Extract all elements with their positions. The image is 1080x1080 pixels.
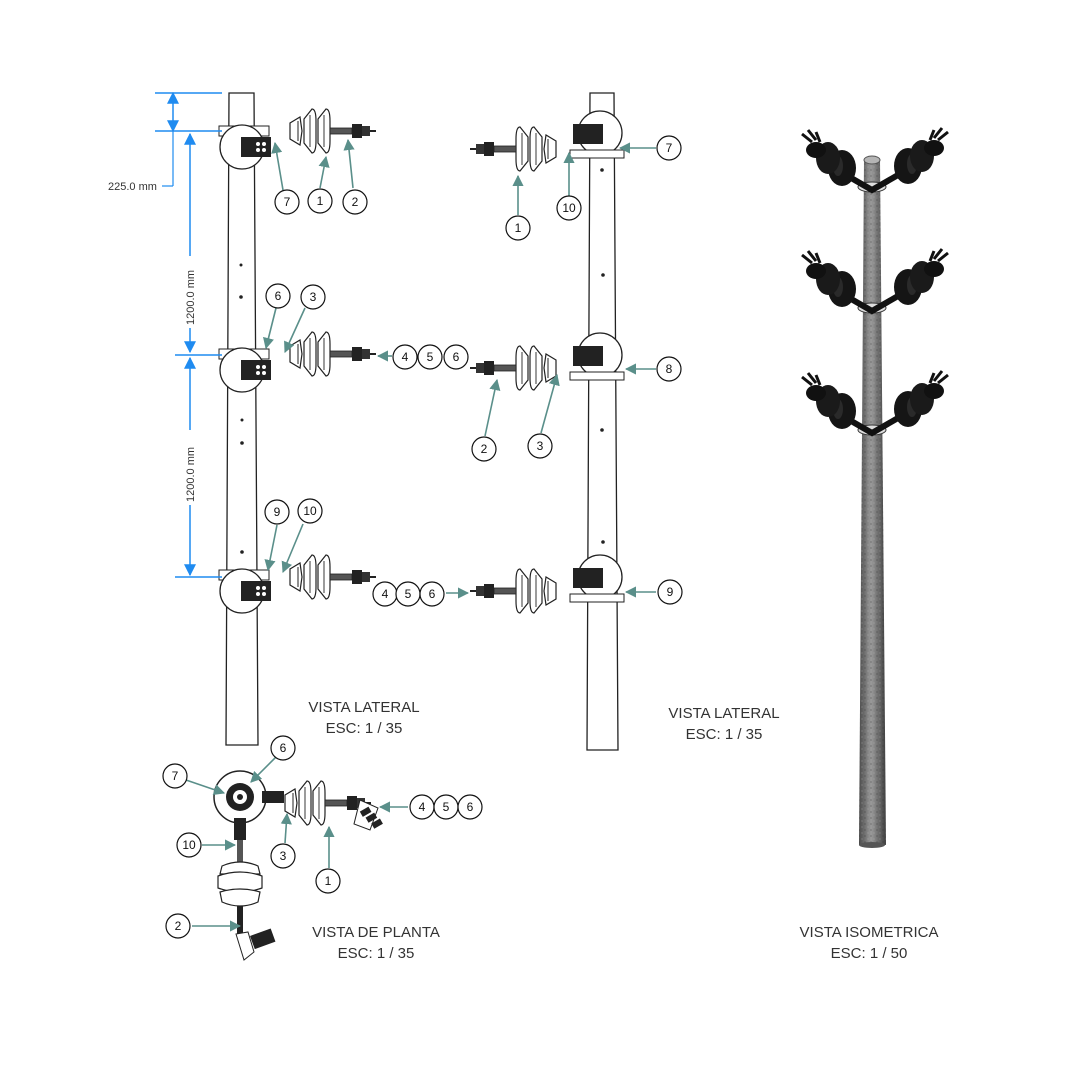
balloon: 3 [300,284,326,310]
leaders-plan [185,755,408,932]
balloon: 1 [315,868,341,894]
dim-label-spacing-2: 1200.0 mm [185,447,197,502]
balloon: 9 [657,579,683,605]
svg-text:10: 10 [303,504,317,518]
balloon: 6 [270,735,296,761]
balloon: 5 [433,794,459,820]
svg-text:10: 10 [182,838,196,852]
svg-text:2: 2 [481,442,488,456]
balloon: 6 [457,794,483,820]
leaders-left [263,138,392,574]
view-title: VISTA LATERAL [668,705,779,722]
balloon: 2 [342,189,368,215]
svg-text:6: 6 [280,741,287,755]
crossarm-bot-right [469,554,625,614]
svg-text:4: 4 [402,350,409,364]
crossarm-mid-right [469,332,625,391]
svg-text:10: 10 [562,201,576,215]
balloon: 10 [176,832,202,858]
balloon: 10 [297,498,323,524]
iso-crossarm-mid [800,247,950,315]
svg-text:2: 2 [352,195,359,209]
balloon: 4 [409,794,435,820]
svg-text:7: 7 [172,769,179,783]
balloon: 5 [417,344,443,370]
balloon: 5 [395,581,421,607]
iso-crossarm-top [800,126,950,194]
balloon: 6 [443,344,469,370]
balloon: 1 [505,215,531,241]
balloon: 2 [471,436,497,462]
view-title: VISTA ISOMETRICA [800,924,939,941]
svg-text:4: 4 [419,800,426,814]
dim-label-top: 225.0 mm [108,181,157,193]
balloons-plan: 6 7 10 3 1 2 4 5 6 [162,735,483,939]
left-lateral-view: 225.0 mm 1200.0 mm 1200.0 mm 7 1 2 6 3 4… [108,91,469,746]
balloons-right: 1 10 7 2 3 8 9 [471,135,683,605]
iso-crossarm-bot [800,369,950,437]
balloon: 7 [274,189,300,215]
svg-text:2: 2 [175,919,182,933]
svg-text:5: 5 [443,800,450,814]
insulator-string [289,108,377,154]
balloon: 8 [656,356,682,382]
svg-text:5: 5 [405,587,412,601]
crossarm-top-left [218,108,377,170]
svg-text:3: 3 [310,290,317,304]
pole-right [586,92,619,751]
balloon: 6 [265,283,291,309]
balloons-left: 7 1 2 6 3 4 5 6 9 10 4 5 6 [264,188,469,607]
crossarm-bot-left [218,554,377,614]
balloon: 3 [270,843,296,869]
view-title: VISTA DE PLANTA [312,924,440,941]
view-scale: ESC: 1 / 35 [686,726,763,743]
svg-text:7: 7 [666,141,673,155]
svg-text:6: 6 [275,289,282,303]
view-scale: ESC: 1 / 35 [326,720,403,737]
balloon: 10 [556,195,582,221]
balloon: 2 [165,913,191,939]
right-lateral-view: 1 10 7 2 3 8 9 VISTA LATERAL ESC: 1 / 35 [446,92,780,751]
balloon: 7 [656,135,682,161]
svg-text:1: 1 [515,221,522,235]
balloon: 9 [264,499,290,525]
svg-text:3: 3 [537,439,544,453]
svg-text:9: 9 [274,505,281,519]
svg-text:1: 1 [325,874,332,888]
svg-text:5: 5 [427,350,434,364]
view-scale: ESC: 1 / 50 [831,945,908,962]
dim-label-spacing-1: 1200.0 mm [185,270,197,325]
svg-text:1: 1 [317,194,324,208]
svg-text:8: 8 [666,362,673,376]
svg-text:6: 6 [467,800,474,814]
svg-text:9: 9 [667,585,674,599]
balloon: 4 [372,581,398,607]
plan-insulator-down [217,840,276,961]
crossarm-top-right [469,110,625,172]
crossarm-mid-left [218,331,377,393]
svg-text:7: 7 [284,195,291,209]
isometric-view: VISTA ISOMETRICA ESC: 1 / 50 [800,126,950,962]
view-scale: ESC: 1 / 35 [338,945,415,962]
balloon: 7 [162,763,188,789]
svg-text:6: 6 [453,350,460,364]
svg-text:3: 3 [280,849,287,863]
balloon: 1 [307,188,333,214]
svg-text:6: 6 [429,587,436,601]
view-title: VISTA LATERAL [308,699,419,716]
leaders-right [446,142,656,599]
plan-view: 6 7 10 3 1 2 4 5 6 VISTA DE PLANTA ESC: … [162,735,483,962]
balloon: 3 [527,433,553,459]
balloon: 4 [392,344,418,370]
svg-text:4: 4 [382,587,389,601]
dimension-lines: 225.0 mm 1200.0 mm 1200.0 mm [108,91,222,578]
balloon: 6 [419,581,445,607]
